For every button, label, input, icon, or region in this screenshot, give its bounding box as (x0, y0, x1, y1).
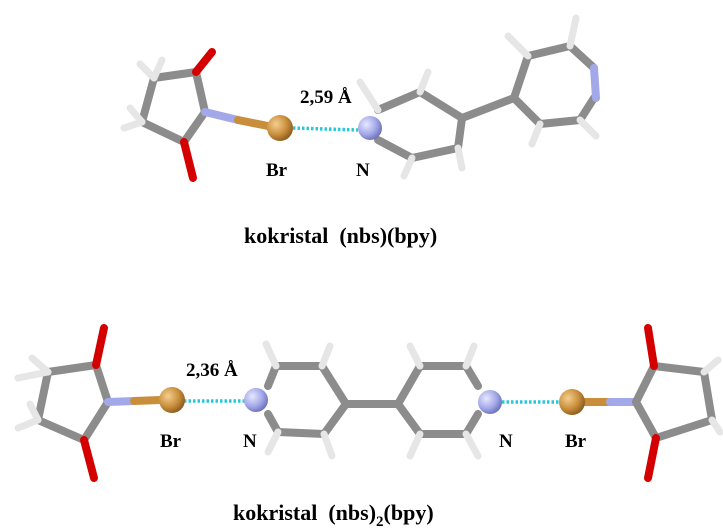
bottom-caption-subscript: 2 (376, 514, 384, 529)
top-succinimide (120, 48, 216, 182)
bottom-distance-label: 2,36 Å (186, 360, 238, 381)
bottom-bipyridine (262, 340, 482, 460)
top-halogen-bond (292, 126, 359, 132)
bottom-left-succinimide (14, 324, 112, 482)
top-caption: kokristal (nbs)(bpy) (244, 223, 437, 248)
bottom-caption-main: kokristal (nbs) (233, 500, 376, 525)
bottom-right-bromine-atom (559, 389, 585, 415)
bottom-n-right-label: N (499, 431, 513, 452)
bottom-right-succinimide (632, 324, 723, 482)
bottom-caption: kokristal (nbs)2(bpy) (233, 500, 434, 529)
bottom-n-left-label: N (243, 431, 257, 452)
bottom-br-left-label: Br (160, 431, 182, 452)
bottom-right-nitrogen-atom (478, 390, 502, 414)
top-br-label: Br (266, 160, 288, 181)
top-nitrogen-atom (358, 116, 382, 140)
top-bromine-atom (267, 115, 293, 141)
bottom-complex: 2,36 Å Br N N Br kokristal (nbs)2(bpy) (14, 324, 723, 529)
top-bipyridine (356, 14, 600, 180)
bottom-left-nitrogen-atom (244, 388, 268, 412)
bottom-left-n-br-bond (104, 396, 164, 406)
bottom-caption-end: (bpy) (384, 500, 434, 525)
bottom-left-bromine-atom (159, 387, 185, 413)
top-n-label: N (356, 160, 370, 181)
top-distance-label: 2,59 Å (300, 87, 352, 108)
bottom-br-right-label: Br (565, 431, 587, 452)
top-complex: 2,59 Å Br N kokristal (nbs)(bpy) (120, 14, 600, 248)
top-n-br-bond (201, 108, 272, 130)
